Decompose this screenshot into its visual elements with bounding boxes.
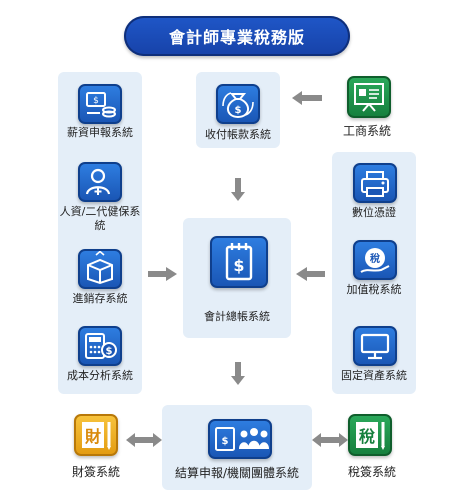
monitor-icon [353, 326, 397, 366]
digital-label: 數位憑證 [352, 206, 396, 219]
ledger-document-icon: $ [210, 236, 268, 288]
svg-text:$: $ [222, 436, 229, 447]
payroll-label: 薪資申報系統 [67, 126, 133, 139]
vat-coin-glyph: 稅 [370, 252, 380, 265]
inventory-label: 進銷存系統 [72, 292, 128, 305]
svg-text:$: $ [235, 105, 242, 116]
arrow-left-to-ledger [148, 267, 177, 281]
arrow-receipts-to-ledger [231, 178, 245, 201]
svg-text:$: $ [93, 96, 99, 106]
user-add-icon [78, 162, 122, 202]
settlement-group-icon: $ [208, 419, 272, 459]
ledger-label: 會計總帳系統 [204, 310, 270, 323]
inventory-box-icon [78, 249, 122, 289]
arrow-right-to-ledger [296, 267, 325, 281]
tax-sign-glyph: 稅 [359, 427, 375, 446]
insurance-label: 人資/二代健保系統 [59, 205, 141, 232]
tax-sign-icon: 稅 [348, 414, 392, 456]
scanner-icon [353, 163, 397, 203]
cost-label: 成本分析系統 [67, 369, 133, 382]
arrow-commerce-to-receipts [292, 91, 322, 105]
arrow-finance-settlement [126, 433, 162, 447]
money-bag-icon: $ [216, 84, 260, 124]
payroll-icon: $ [78, 84, 122, 124]
diagram-title: 會計師專業稅務版 [124, 16, 350, 56]
arrow-ledger-to-settlement [231, 362, 245, 385]
arrow-settlement-tax [312, 433, 348, 447]
assets-label: 固定資產系統 [341, 369, 407, 382]
commerce-label: 工商系統 [342, 124, 391, 138]
receipts-label: 收付帳款系統 [205, 128, 271, 141]
finance-sign-label: 財簽系統 [71, 465, 120, 479]
svg-text:$: $ [233, 256, 244, 275]
tax-sign-label: 稅簽系統 [347, 465, 396, 479]
cost-calculator-icon: $ [78, 326, 122, 366]
settlement-label: 結算申報/機關團體系統 [174, 466, 300, 480]
vat-label: 加值稅系統 [346, 283, 402, 296]
commerce-presentation-icon [347, 76, 391, 118]
finance-sign-icon: 財 [74, 414, 118, 456]
finance-sign-glyph: 財 [85, 427, 101, 446]
svg-text:$: $ [106, 346, 113, 357]
vat-coin-icon: 稅 [353, 240, 397, 280]
